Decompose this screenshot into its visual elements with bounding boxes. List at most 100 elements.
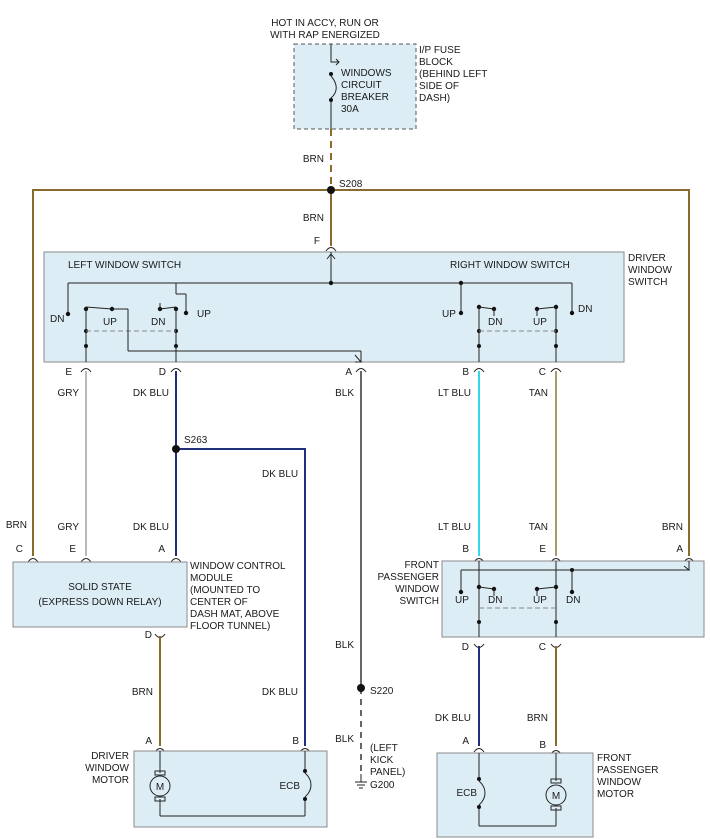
fuse-block-label-4: SIDE OF	[419, 81, 459, 92]
driver-motor-pin-a: A	[145, 736, 152, 747]
dk-blu-wire-driver-motor	[176, 448, 306, 746]
module-inner-line-2: (EXPRESS DOWN RELAY)	[38, 597, 161, 608]
driver-switch-internal-circuit	[65, 252, 575, 363]
splice-s220-label: S220	[370, 686, 394, 697]
driver-motor-symbol	[149, 775, 171, 797]
front-passenger-window-switch	[441, 560, 705, 638]
wire-label-dk-blu-lower: DK BLU	[133, 522, 169, 533]
splice-s208-dot	[327, 186, 335, 194]
wire-label-brn-left: BRN	[6, 520, 27, 531]
driver-motor-brush-bottom	[154, 796, 166, 802]
left-switch-dn-label: DN	[50, 314, 64, 325]
passenger-switch-dn-label: DN	[488, 595, 502, 606]
fuse-block-label-1: I/P FUSE	[419, 45, 461, 56]
driver-motor-brush-top	[154, 770, 166, 776]
circuit-breaker-symbol	[329, 44, 340, 129]
driver-motor-title-3: MOTOR	[92, 775, 129, 786]
passenger-switch-dn2-label: DN	[566, 595, 580, 606]
right-switch-up2-label: UP	[533, 317, 547, 328]
passenger-switch-pin-a: A	[676, 544, 683, 555]
driver-switch-pin-f: F	[314, 236, 320, 247]
wire-label-brn-right: BRN	[662, 522, 683, 533]
module-caption-6: FLOOR TUNNEL)	[190, 621, 270, 632]
power-note-line-1: HOT IN ACCY, RUN OR	[271, 18, 378, 29]
splice-s263-label: S263	[184, 435, 208, 446]
wire-label-blk-upper: BLK	[335, 388, 354, 399]
breaker-label-3: BREAKER	[341, 92, 389, 103]
driver-switch-title-1: DRIVER	[628, 253, 666, 264]
passenger-motor-m-label: M	[552, 791, 560, 802]
driver-motor-ecb-label: ECB	[279, 781, 300, 792]
module-caption-4: CENTER OF	[190, 597, 248, 608]
passenger-switch-pin-c: C	[539, 642, 546, 653]
wire-label-tan-upper: TAN	[529, 388, 548, 399]
left-switch-dn2-label: DN	[151, 317, 165, 328]
driver-switch-title-2: WINDOW	[628, 265, 672, 276]
left-window-switch-label: LEFT WINDOW SWITCH	[68, 260, 181, 271]
driver-motor-pin-b: B	[292, 736, 299, 747]
wire-label-brn-passenger-motor: BRN	[527, 713, 548, 724]
module-pin-d: D	[145, 630, 152, 641]
wire-label-blk-middle: BLK	[335, 640, 354, 651]
breaker-label-4: 30A	[341, 104, 359, 115]
right-switch-dn2-label: DN	[578, 304, 592, 315]
ground-g200-symbol	[355, 774, 367, 789]
passenger-switch-pin-b: B	[462, 544, 469, 555]
passenger-motor-internal-circuit	[477, 753, 557, 827]
fuse-block-label-3: (BEHIND LEFT	[419, 69, 487, 80]
passenger-switch-up-label: UP	[455, 595, 469, 606]
passenger-motor-title-2: PASSENGER	[597, 765, 659, 776]
passenger-switch-pin-d: D	[462, 642, 469, 653]
front-passenger-window-motor	[436, 752, 594, 838]
wire-label-dk-blu-upper: DK BLU	[133, 388, 169, 399]
left-switch-up-label: UP	[103, 317, 117, 328]
driver-switch-pin-d: D	[159, 367, 166, 378]
driver-switch-pin-e: E	[65, 367, 72, 378]
window-control-module	[12, 561, 188, 628]
module-caption-3: (MOUNTED TO	[190, 585, 260, 596]
driver-motor-internal-circuit	[159, 751, 312, 817]
connector-f-symbol	[325, 247, 337, 252]
passenger-switch-title-3: WINDOW	[395, 584, 439, 595]
driver-motor-m-label: M	[156, 782, 164, 793]
wire-label-dk-blu-passenger-motor: DK BLU	[435, 713, 471, 724]
wire-label-lt-blu-lower: LT BLU	[438, 522, 471, 533]
wire-label-blk-lower: BLK	[335, 734, 354, 745]
wire-label-lt-blu-upper: LT BLU	[438, 388, 471, 399]
breaker-label-2: CIRCUIT	[341, 80, 382, 91]
module-caption-5: DASH MAT, ABOVE	[190, 609, 280, 620]
fuse-block-label-5: DASH)	[419, 93, 450, 104]
module-inner-line-1: SOLID STATE	[68, 582, 132, 593]
power-note-line-2: WITH RAP ENERGIZED	[270, 30, 380, 41]
passenger-motor-title-1: FRONT	[597, 753, 631, 764]
right-switch-up-label: UP	[442, 309, 456, 320]
ground-location-2: KICK	[370, 755, 394, 766]
passenger-motor-pin-a: A	[462, 736, 469, 747]
module-pin-a: A	[158, 544, 165, 555]
module-pin-c: C	[16, 544, 23, 555]
ground-location-3: PANEL)	[370, 767, 405, 778]
driver-switch-pin-a: A	[345, 367, 352, 378]
driver-window-switch	[43, 251, 625, 363]
passenger-motor-brush-bottom	[550, 805, 562, 811]
wire-label-brn-switch: BRN	[303, 213, 324, 224]
driver-switch-connector-symbols	[80, 368, 562, 373]
passenger-switch-title-4: SWITCH	[400, 596, 439, 607]
passenger-motor-title-3: WINDOW	[597, 777, 641, 788]
passenger-switch-up2-label: UP	[533, 595, 547, 606]
module-caption-2: MODULE	[190, 573, 233, 584]
driver-switch-title-3: SWITCH	[628, 277, 667, 288]
splice-s208-label: S208	[339, 179, 363, 190]
left-switch-up2-label: UP	[197, 309, 211, 320]
right-window-switch-label: RIGHT WINDOW SWITCH	[450, 260, 570, 271]
breaker-label-1: WINDOWS	[341, 68, 392, 79]
wire-label-gry-lower: GRY	[58, 522, 80, 533]
module-pin-e: E	[69, 544, 76, 555]
passenger-motor-brush-top	[550, 778, 562, 784]
driver-motor-title-2: WINDOW	[85, 763, 129, 774]
module-connector-symbols	[27, 558, 182, 563]
passenger-switch-bottom-connectors	[473, 643, 562, 648]
ground-g200-label: G200	[370, 780, 395, 791]
wire-label-brn-feed: BRN	[303, 154, 324, 165]
